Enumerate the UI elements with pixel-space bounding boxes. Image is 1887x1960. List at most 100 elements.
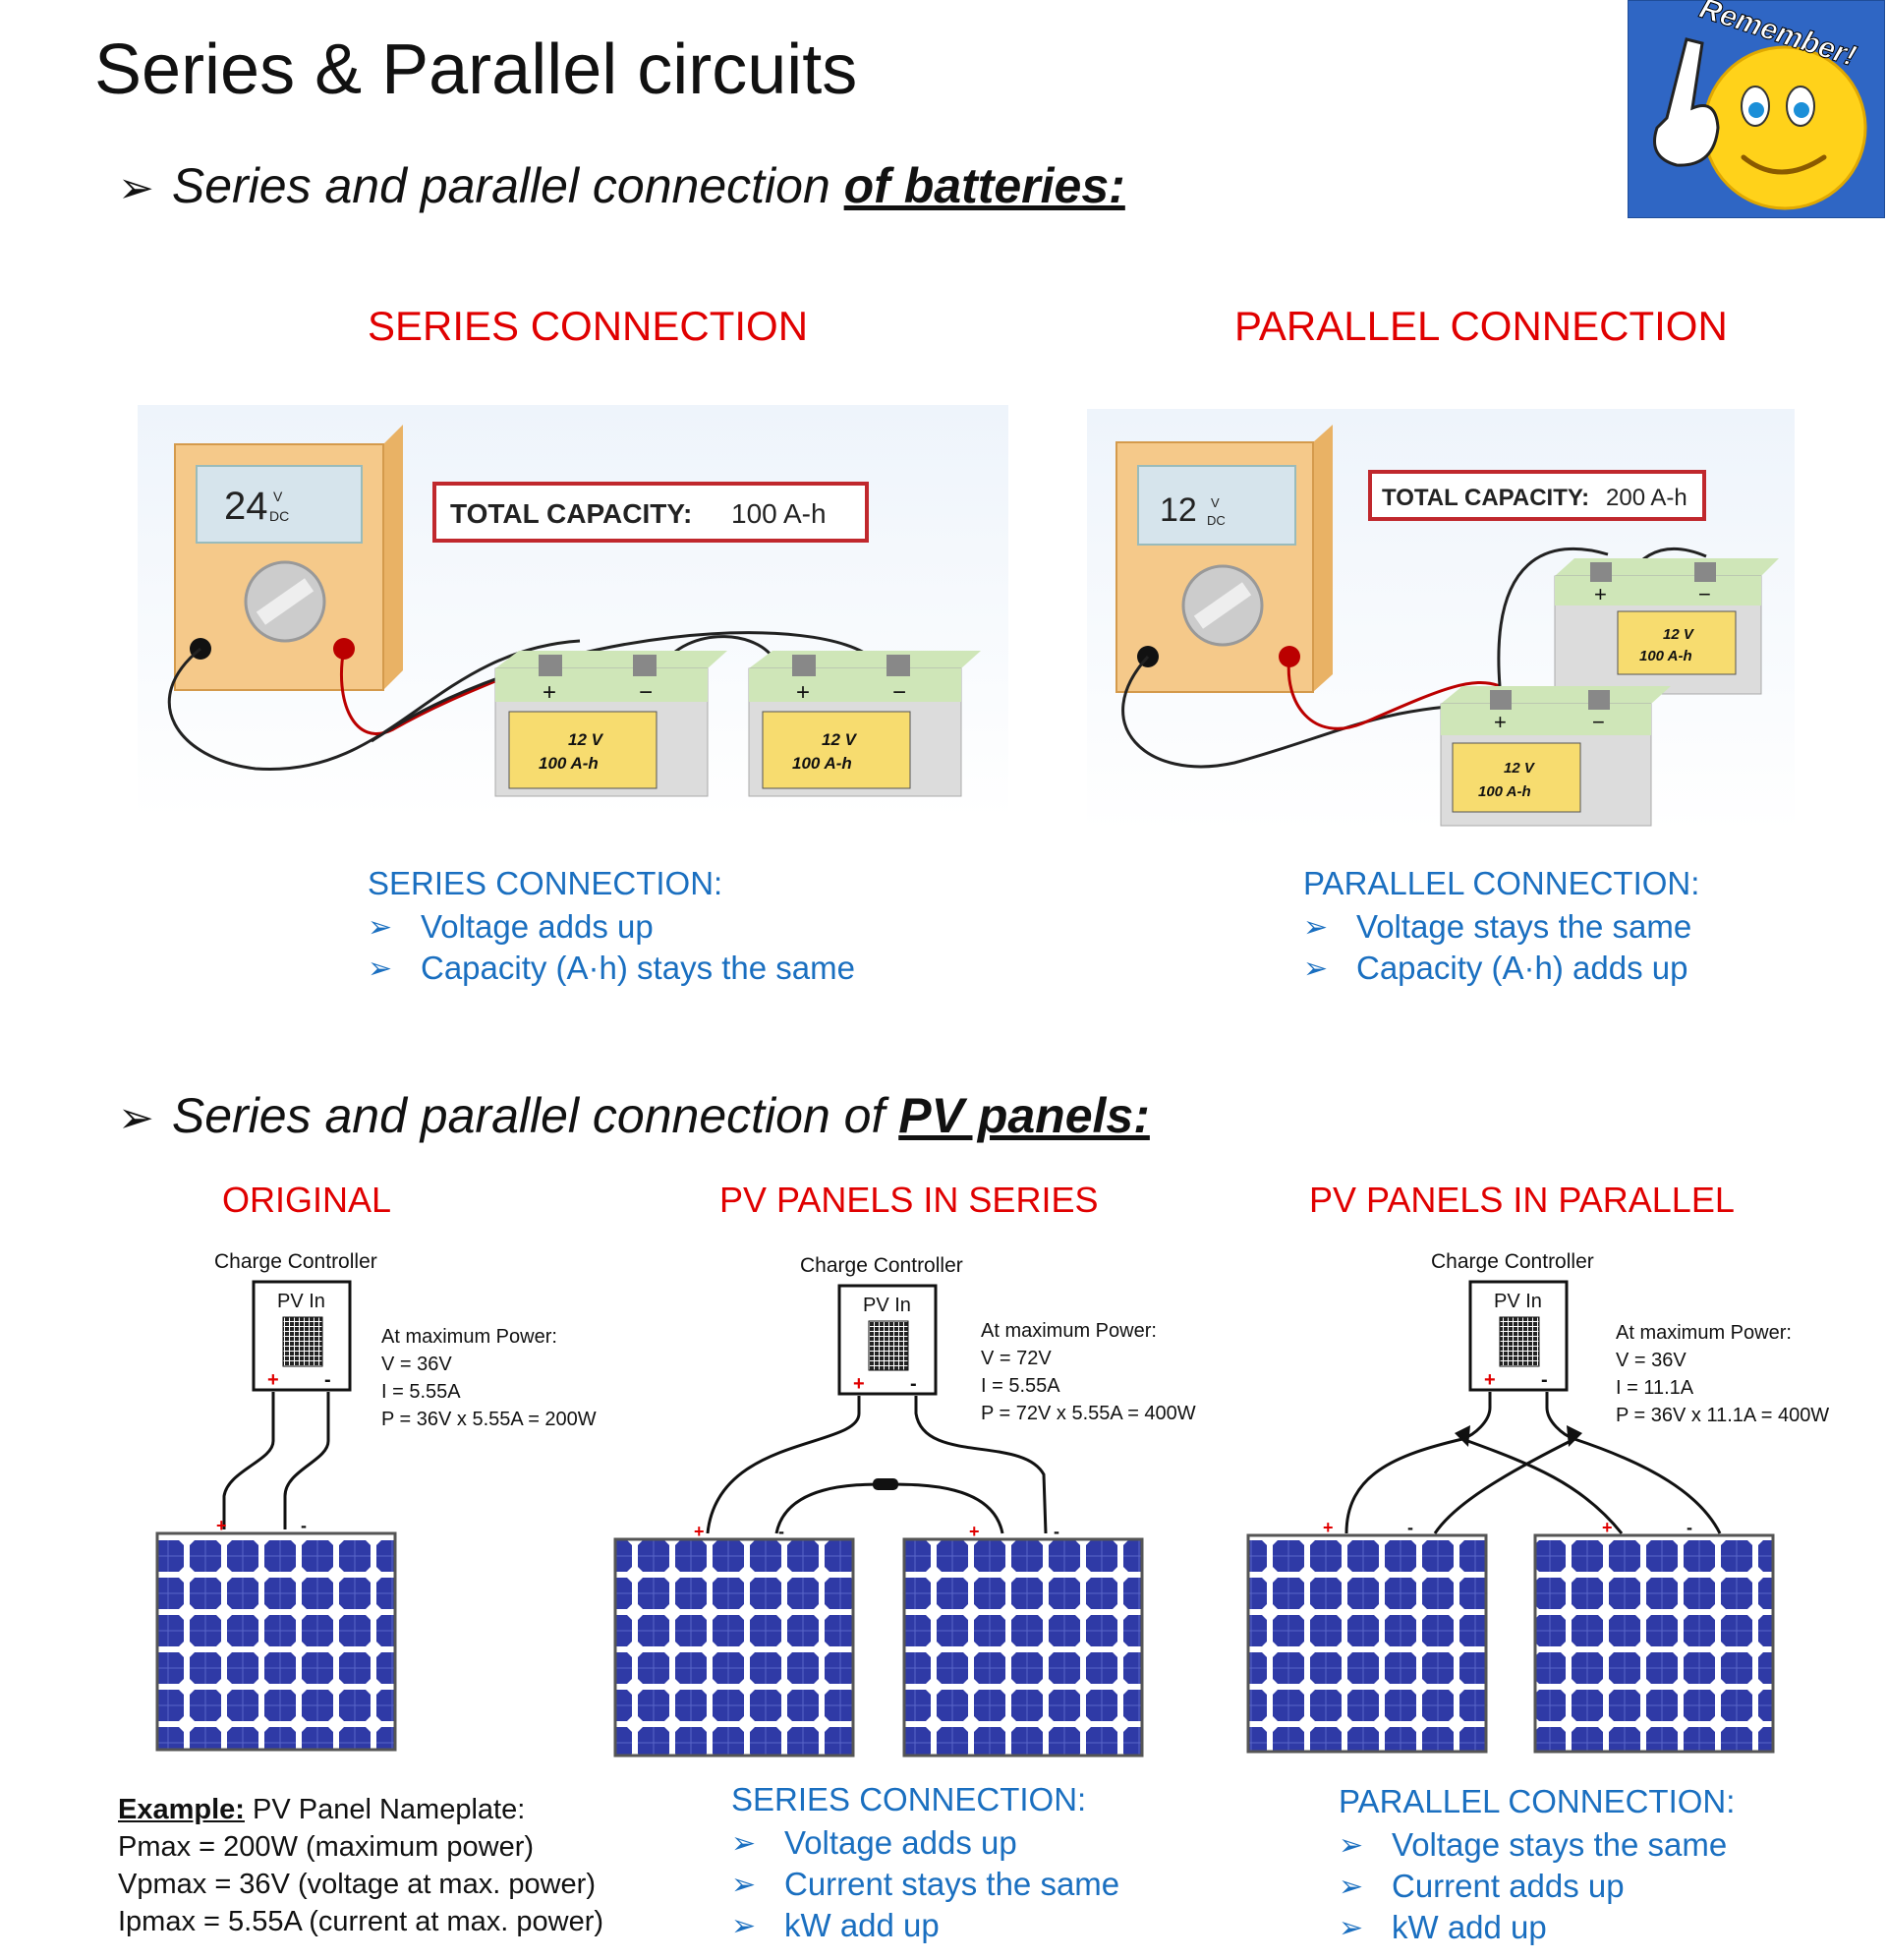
note-text: kW add up: [784, 1907, 940, 1943]
battery-capacity: 100 A-h: [539, 754, 599, 773]
plus-terminal: +: [853, 1373, 865, 1395]
series-capacity-value: 100 A-h: [731, 498, 827, 529]
battery-2: + − 12 V 100 A-h: [748, 651, 981, 797]
battery-capacity: 100 A-h: [1639, 648, 1692, 664]
arrow-bullet-icon: ➢: [1339, 1911, 1364, 1944]
minus-terminal: -: [1687, 1518, 1692, 1537]
parallel-diagram: Charge Controller PV In + - + - + - At m…: [1246, 1250, 1829, 1754]
parallel-notes-title: PARALLEL CONNECTION:: [1339, 1783, 1736, 1819]
original-label: ORIGINAL: [222, 1180, 392, 1220]
parallel-notes-title: PARALLEL CONNECTION:: [1303, 865, 1700, 901]
arrow-bullet-icon: ➢: [1303, 951, 1329, 985]
series-notes-title: SERIES CONNECTION:: [368, 865, 723, 901]
pv-series-label: PV PANELS IN SERIES: [719, 1180, 1099, 1220]
pv-in-grid-icon: [868, 1320, 909, 1371]
battery-capacity: 100 A-h: [792, 754, 852, 773]
charge-controller-label: Charge Controller: [214, 1250, 377, 1273]
note-text: Voltage stays the same: [1356, 908, 1692, 945]
plus-terminal: +: [267, 1369, 279, 1391]
batteries-heading-emphasis: of batteries:: [843, 158, 1125, 213]
charge-controller-label: Charge Controller: [800, 1254, 963, 1277]
charge-controller-label: Charge Controller: [1431, 1250, 1594, 1273]
note-text: kW add up: [1392, 1909, 1547, 1945]
series-connection-label: SERIES CONNECTION: [368, 303, 809, 349]
info-line: At maximum Power:: [381, 1326, 557, 1348]
note-text: Voltage adds up: [421, 908, 654, 945]
list-item: ➢ Voltage stays the same: [1339, 1826, 1735, 1864]
pv-in-grid-icon: [1499, 1316, 1540, 1367]
series-meter-unit-v: V: [273, 489, 283, 504]
series-meter-unit-dc: DC: [269, 508, 289, 524]
note-text: Voltage adds up: [784, 1824, 1017, 1861]
minus-terminal: -: [324, 1369, 331, 1391]
info-line: At maximum Power:: [981, 1320, 1157, 1342]
battery-minus: −: [1592, 710, 1605, 734]
arrow-bullet-icon: ➢: [368, 910, 393, 944]
original-diagram: Charge Controller PV In + - + - At maxim…: [155, 1250, 597, 1752]
plus-terminal: +: [694, 1522, 705, 1541]
pv-series-notes: SERIES CONNECTION: ➢Voltage adds up ➢Cur…: [731, 1781, 1119, 1944]
original-info: At maximum Power: V = 36V I = 5.55A P = …: [381, 1326, 597, 1430]
info-line: V = 72V: [981, 1348, 1052, 1369]
parallel-meter-unit-dc: DC: [1207, 513, 1226, 528]
battery-back: + − 12 V 100 A-h: [1554, 558, 1779, 695]
note-text: Current stays the same: [784, 1866, 1120, 1902]
info-line: P = 72V x 5.55A = 400W: [981, 1403, 1196, 1424]
arrow-bullet-icon: ➢: [731, 1868, 757, 1901]
parallel-meter-value: 12: [1160, 491, 1197, 529]
nameplate-example: Example: PV Panel Nameplate: Pmax = 200W…: [118, 1791, 603, 1940]
charge-controller: [837, 1284, 938, 1396]
batteries-heading-text: Series and parallel connection: [171, 158, 844, 213]
plus-terminal: +: [1323, 1518, 1334, 1537]
example-label: Example:: [118, 1794, 245, 1825]
minus-terminal: -: [778, 1522, 784, 1541]
arrow-bullet-icon: ➢: [1339, 1828, 1364, 1862]
battery-voltage: 12 V: [568, 730, 604, 749]
parallel-meter-unit-v: V: [1211, 495, 1220, 510]
plus-terminal: +: [216, 1516, 227, 1535]
arrow-bullet-icon: ➢: [731, 1826, 757, 1860]
arrow-bullet-icon: ➢: [118, 164, 154, 212]
info-line: P = 36V x 11.1A = 400W: [1616, 1405, 1829, 1426]
list-item: ➢ kW add up: [1339, 1909, 1735, 1946]
pv-parallel-notes: PARALLEL CONNECTION: ➢ Voltage stays the …: [1339, 1783, 1735, 1946]
list-item: ➢Capacity (A·h) adds up: [1303, 950, 1699, 987]
solar-panel: [1246, 1533, 1488, 1754]
battery-voltage: 12 V: [822, 730, 858, 749]
remember-badge: Remember!: [1627, 0, 1886, 219]
pv-heading: ➢Series and parallel connection of PV pa…: [118, 1087, 1150, 1144]
list-item: ➢ kW add up: [731, 1907, 1119, 1944]
battery-minus: −: [1698, 582, 1711, 606]
solar-panel: [1533, 1533, 1775, 1754]
battery-plus: +: [1494, 710, 1507, 734]
page-title: Series & Parallel circuits: [94, 30, 858, 109]
battery-plus: +: [1594, 582, 1607, 606]
info-line: I = 5.55A: [981, 1375, 1060, 1397]
plus-terminal: +: [969, 1522, 980, 1541]
battery-plus: +: [796, 679, 810, 706]
battery-voltage: 12 V: [1504, 760, 1536, 777]
series-info: At maximum Power: V = 72V I = 5.55A P = …: [981, 1320, 1196, 1424]
minus-terminal: -: [910, 1373, 917, 1395]
info-line: I = 11.1A: [1616, 1377, 1694, 1399]
solar-panel: [613, 1537, 855, 1758]
info-line: V = 36V: [1616, 1350, 1687, 1371]
list-item: ➢ Voltage adds up: [368, 908, 855, 946]
pv-heading-emphasis: PV panels:: [898, 1088, 1150, 1143]
arrow-bullet-icon: ➢: [1303, 910, 1329, 944]
series-diagram: Charge Controller PV In + - + - + - At m…: [613, 1254, 1196, 1758]
solar-panel: [155, 1531, 397, 1752]
pv-heading-text: Series and parallel connection of: [171, 1088, 899, 1143]
list-item: ➢ Current stays the same: [731, 1866, 1119, 1903]
parallel-capacity-label: TOTAL CAPACITY:: [1382, 485, 1589, 511]
nameplate-line: Ipmax = 5.55A (current at max. power): [118, 1906, 604, 1937]
note-text: Voltage stays the same: [1392, 1826, 1728, 1863]
parallel-battery-notes: PARALLEL CONNECTION: ➢ Voltage stays the …: [1303, 865, 1699, 987]
minus-terminal: -: [1407, 1518, 1413, 1537]
arrow-bullet-icon: ➢: [731, 1909, 757, 1942]
battery-minus: −: [892, 679, 906, 706]
series-meter-value: 24: [224, 485, 268, 528]
parallel-batteries-illustration: 12 V DC TOTAL CAPACITY: 200 A-h + − 12 V…: [1087, 409, 1795, 832]
pv-parallel-label: PV PANELS IN PARALLEL: [1309, 1180, 1735, 1220]
info-line: V = 36V: [381, 1354, 452, 1375]
